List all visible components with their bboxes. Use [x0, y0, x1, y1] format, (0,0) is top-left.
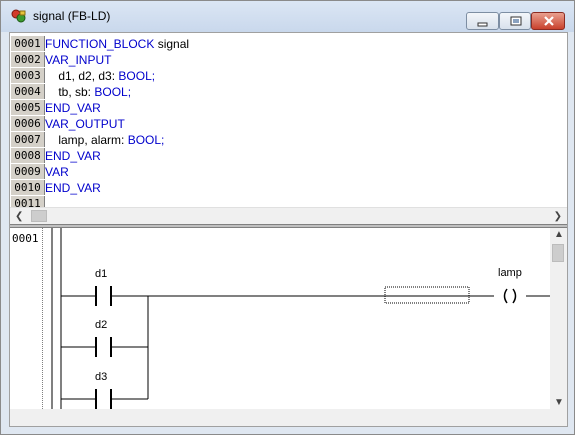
line-number: 0001 [11, 36, 45, 51]
close-button[interactable] [531, 12, 565, 30]
keyword-token: VAR_OUTPUT [45, 117, 125, 131]
line-number: 0004 [11, 84, 45, 99]
scroll-down-icon[interactable]: ▼ [554, 397, 564, 408]
contact-d3-label[interactable]: d3 [95, 371, 108, 383]
maximize-button[interactable] [499, 12, 531, 30]
ld-pou-icon [11, 9, 26, 23]
identifier-token: tb, sb: [45, 85, 95, 99]
keyword-token: BOOL; [94, 85, 132, 99]
line-number: 0005 [11, 100, 45, 115]
code-line[interactable]: tb, sb: BOOL; [45, 84, 131, 100]
keyword-token: VAR [45, 165, 69, 179]
maximize-icon [510, 16, 522, 26]
line-number: 0008 [11, 148, 45, 163]
code-line[interactable]: d1, d2, d3: BOOL; [45, 68, 155, 84]
scrollbar-corner [550, 409, 567, 426]
ladder-horizontal-scrollbar[interactable] [10, 409, 550, 426]
line-number: 0003 [11, 68, 45, 83]
identifier-token: lamp, alarm: [45, 133, 128, 147]
minimize-icon [477, 22, 488, 27]
code-line[interactable]: END_VAR [45, 180, 101, 196]
line-number: 0007 [11, 132, 45, 147]
keyword-token: VAR_INPUT [45, 53, 112, 67]
contact-d1-label[interactable]: d1 [95, 268, 108, 280]
selection-box[interactable] [384, 286, 470, 304]
network-number: 0001 [12, 232, 39, 245]
network-number-column: 0001 [10, 228, 43, 409]
pane-splitter[interactable] [10, 224, 567, 228]
line-number: 0010 [11, 180, 45, 195]
code-line[interactable]: VAR_INPUT [45, 52, 111, 68]
keyword-token: FUNCTION_BLOCK [45, 37, 155, 51]
contact-d2-symbol[interactable] [95, 337, 112, 357]
code-line[interactable]: VAR_OUTPUT [45, 116, 125, 132]
contact-d3-symbol[interactable] [95, 389, 112, 409]
line-number: 0009 [11, 164, 45, 179]
keyword-token: BOOL; [127, 133, 165, 147]
code-line[interactable]: FUNCTION_BLOCK signal [45, 36, 189, 52]
contact-d1-symbol[interactable] [95, 286, 112, 306]
ladder-vertical-scrollbar[interactable]: ▲ ▼ [550, 228, 567, 409]
close-icon [544, 16, 554, 26]
minimize-button[interactable] [466, 12, 499, 30]
scroll-left-icon[interactable]: ❮ [15, 211, 24, 222]
coil-lamp-symbol[interactable] [503, 288, 517, 304]
keyword-token: END_VAR [45, 181, 101, 195]
contact-d2-label[interactable]: d2 [95, 319, 108, 331]
keyword-token: BOOL; [118, 69, 156, 83]
code-line[interactable]: VAR [45, 164, 69, 180]
code-line[interactable]: END_VAR [45, 100, 101, 116]
scroll-right-icon[interactable]: ❯ [553, 211, 562, 222]
scroll-up-icon[interactable]: ▲ [554, 229, 564, 240]
keyword-token: END_VAR [45, 149, 101, 163]
code-line[interactable]: END_VAR [45, 148, 101, 164]
code-line[interactable]: lamp, alarm: BOOL; [45, 132, 164, 148]
coil-lamp-label[interactable]: lamp [498, 267, 522, 279]
identifier-token: signal [154, 37, 190, 51]
declaration-horizontal-scrollbar[interactable]: ❮ ❯ [10, 207, 567, 224]
line-number: 0002 [11, 52, 45, 67]
scroll-thumb[interactable] [31, 210, 47, 222]
identifier-token: d1, d2, d3: [45, 69, 119, 83]
ladder-network [51, 228, 550, 409]
window-title: signal (FB-LD) [33, 9, 111, 23]
scroll-thumb[interactable] [552, 244, 564, 262]
line-number: 0006 [11, 116, 45, 131]
title-bar[interactable]: signal (FB-LD) [1, 1, 574, 32]
ladder-diagram-editor[interactable]: 0001 [10, 228, 550, 409]
keyword-token: END_VAR [45, 101, 101, 115]
